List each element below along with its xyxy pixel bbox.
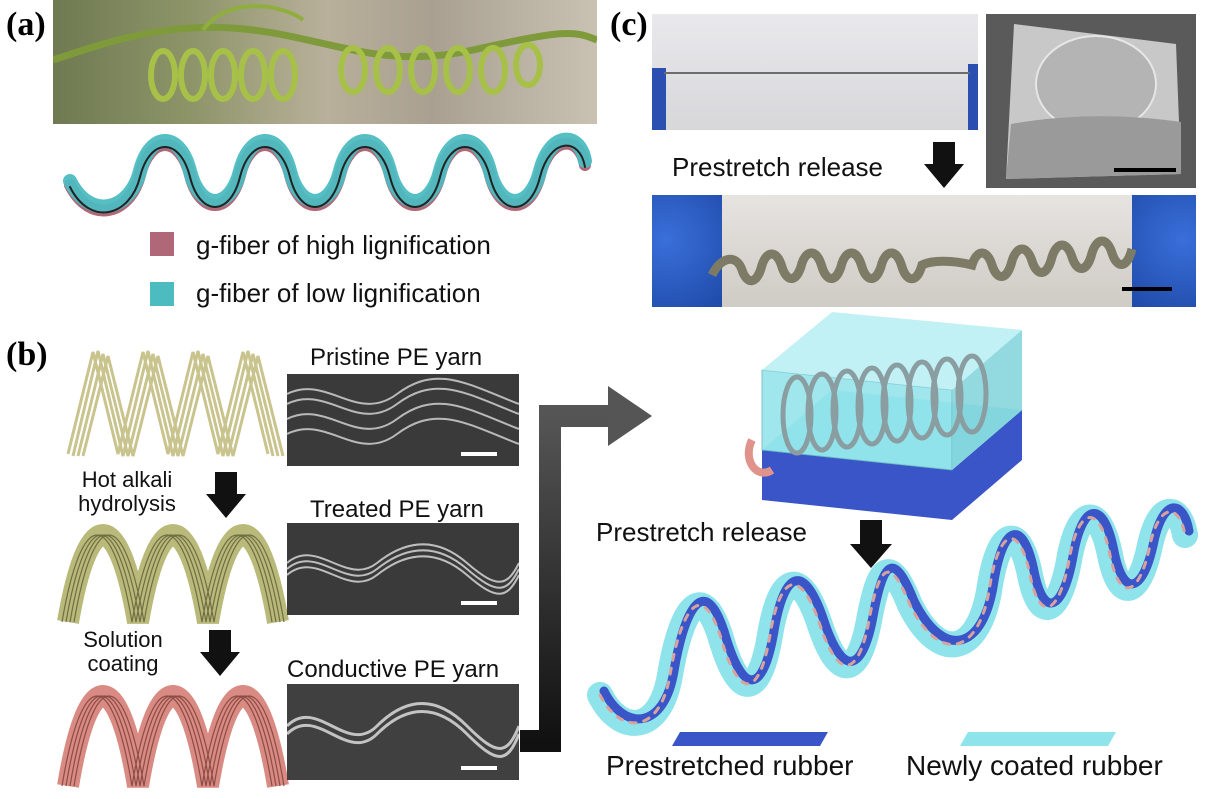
fiber-cross-section-sem <box>986 14 1196 188</box>
rubber-block-with-coil <box>744 312 1022 520</box>
treated-yarn-sem <box>287 523 519 615</box>
coiled-fiber-photo <box>652 195 1196 307</box>
tendril-photo <box>53 0 597 124</box>
prestretch-release-label-b: Prestretch release <box>596 517 807 547</box>
legend-high-lignification: g-fiber of high lignification <box>196 230 491 260</box>
pristine-yarn-sem <box>287 374 519 466</box>
label-hot-alkali: Hot alkali hydrolysis <box>52 468 202 516</box>
label-solution-coating: Solution coating <box>58 628 188 676</box>
scale-bar-coil <box>1122 287 1172 291</box>
legend-swatch-newly-coated <box>960 732 1116 746</box>
legend-swatch-high <box>150 232 174 256</box>
tendril-illustration <box>53 4 597 102</box>
legend-prestretched-rubber: Prestretched rubber <box>606 750 854 781</box>
caption-treated-yarn: Treated PE yarn <box>310 496 484 523</box>
scale-bar-sem <box>1114 168 1176 172</box>
legend-swatch-prestretched <box>672 732 828 746</box>
label-solution-line2: coating <box>87 651 159 676</box>
label-hot-alkali-line2: hydrolysis <box>78 491 176 516</box>
arrow-down-1 <box>206 472 246 518</box>
legend-swatch-low <box>150 282 174 306</box>
arrow-down-c <box>924 142 964 188</box>
stretched-fiber-photo <box>652 14 978 130</box>
treated-yarn-illustration <box>57 524 289 624</box>
caption-conductive-yarn: Conductive PE yarn <box>287 656 500 683</box>
panel-c-label: (c) <box>610 6 648 43</box>
arrow-down-b <box>850 520 892 568</box>
coiled-rubber-illustration <box>587 499 1198 736</box>
legend-low-lignification: g-fiber of low lignification <box>196 278 481 308</box>
label-hot-alkali-line1: Hot alkali <box>81 467 173 492</box>
legend-newly-coated-rubber: Newly coated rubber <box>906 750 1163 781</box>
label-solution-line1: Solution <box>83 627 163 652</box>
scale-bar-treated <box>461 601 497 605</box>
scale-bar-conductive <box>461 766 497 770</box>
arrow-down-2 <box>200 630 240 676</box>
conductive-yarn-illustration <box>57 685 289 788</box>
lignification-helix <box>63 132 592 217</box>
pristine-yarn-illustration <box>66 350 285 457</box>
scale-bar-pristine <box>461 452 497 456</box>
caption-pristine-yarn: Pristine PE yarn <box>310 344 483 371</box>
process-arrow <box>520 386 652 752</box>
panel-b-label: (b) <box>6 336 48 373</box>
conductive-yarn-sem <box>287 684 519 780</box>
panel-a-label: (a) <box>6 6 46 43</box>
prestretch-release-label-c: Prestretch release <box>672 152 883 182</box>
